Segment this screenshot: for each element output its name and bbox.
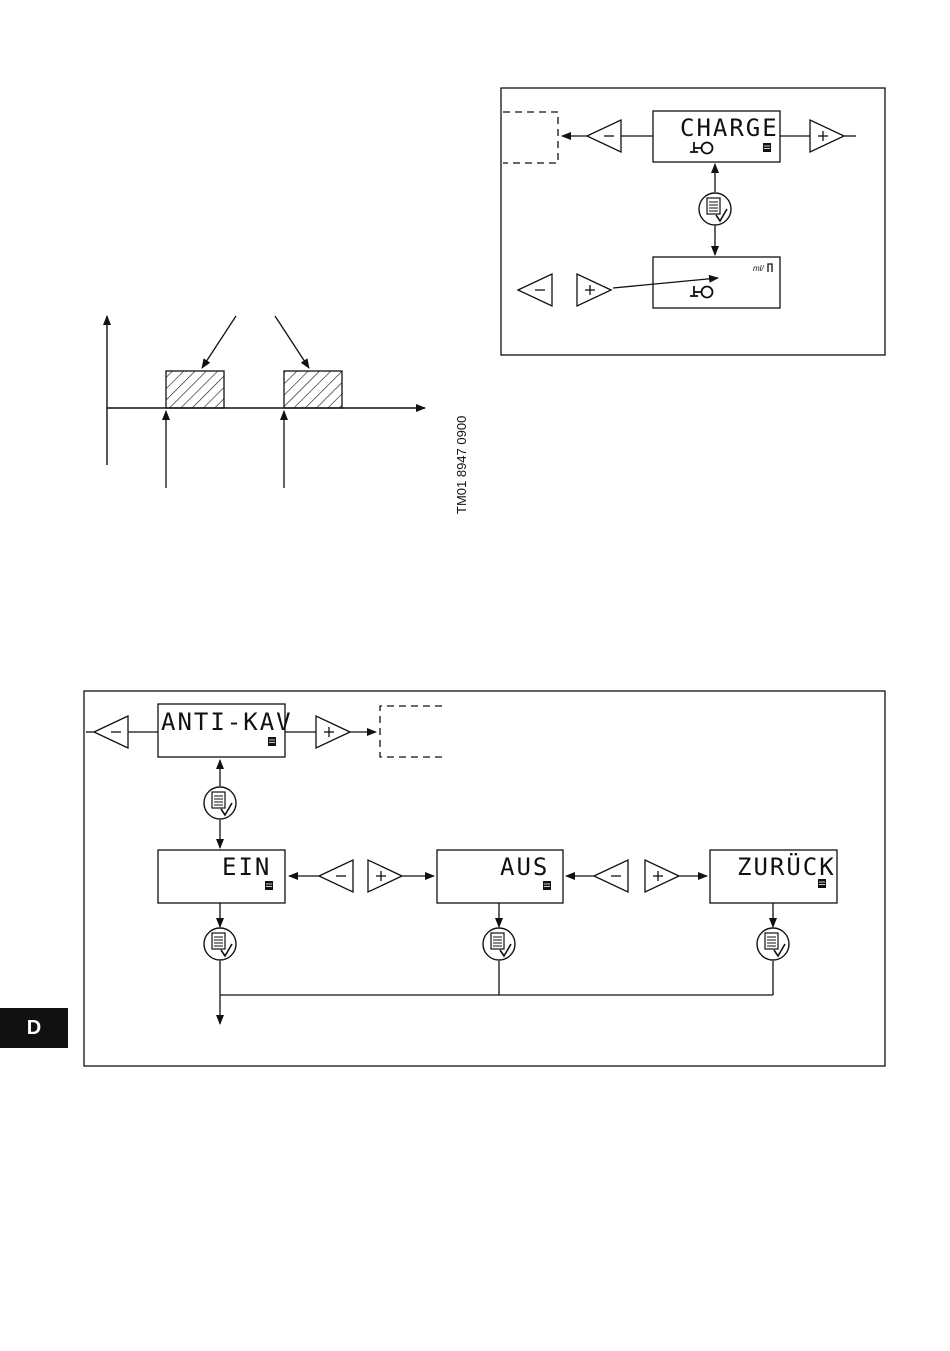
pulse-block-2: [284, 371, 342, 408]
menu-confirm-icon[interactable]: [204, 928, 236, 960]
language-tab: D: [0, 1008, 68, 1048]
next-menu-placeholder: [380, 706, 442, 757]
menu-indicator-icon: [763, 143, 771, 152]
menu-indicator-icon: [818, 879, 826, 888]
pointer-arrow-2: [275, 316, 309, 368]
menu-confirm-icon[interactable]: [483, 928, 515, 960]
minus-key-icon[interactable]: [94, 716, 128, 748]
figure-code: TM01 8947 0900: [454, 416, 469, 514]
minus-key-icon[interactable]: [594, 860, 628, 892]
option-ein-text: EIN: [222, 853, 271, 881]
menu-confirm-icon[interactable]: [699, 193, 731, 225]
menu-confirm-icon[interactable]: [204, 787, 236, 819]
plus-key-icon[interactable]: [645, 860, 679, 892]
plus-key-icon[interactable]: [810, 120, 844, 152]
plus-key-icon[interactable]: [316, 716, 350, 748]
pulse-block-1: [166, 371, 224, 408]
menu-indicator-icon: [543, 881, 551, 890]
option-zurueck-text: ZURÜCK: [737, 852, 836, 881]
menu-indicator-icon: [265, 881, 273, 890]
minus-key-icon[interactable]: [319, 860, 353, 892]
unit-label: ml/: [753, 264, 764, 273]
antikav-display-text: ANTI-KAV: [161, 708, 293, 736]
menu-confirm-icon[interactable]: [757, 928, 789, 960]
antikav-menu-diagram: ANTI-KAV EIN AUS ZURÜCK: [84, 691, 885, 1066]
minus-key-icon[interactable]: [587, 120, 621, 152]
menu-indicator-icon: [268, 737, 276, 746]
option-aus-text: AUS: [500, 853, 549, 881]
minus-key-icon[interactable]: [518, 274, 552, 306]
previous-menu-placeholder: [503, 112, 558, 163]
plus-key-icon[interactable]: [368, 860, 402, 892]
charge-display-text: CHARGE: [680, 114, 779, 142]
pointer-arrow-1: [202, 316, 236, 368]
timing-diagram: TM01 8947 0900: [107, 316, 469, 514]
charge-menu-diagram: CHARGE ml/: [501, 88, 885, 355]
plus-key-icon[interactable]: [577, 274, 611, 306]
